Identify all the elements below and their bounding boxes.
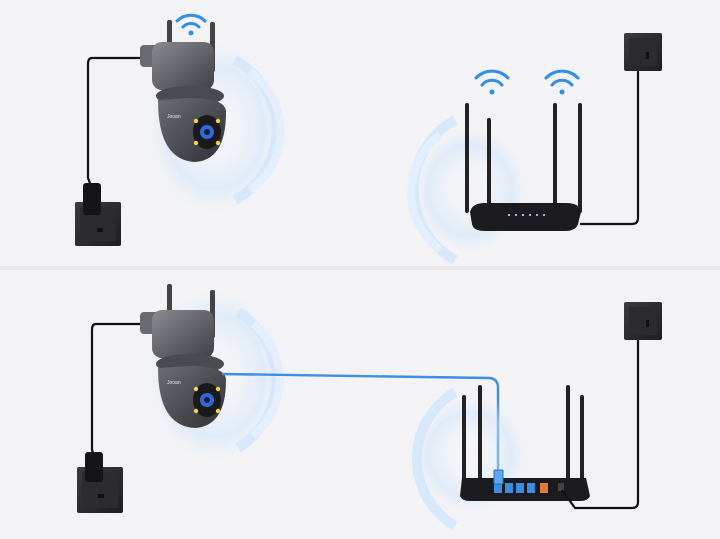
camera-power-cable bbox=[86, 56, 150, 189]
wall-outlet-icon bbox=[624, 33, 662, 71]
wall-outlet-icon-2 bbox=[624, 302, 662, 340]
ethernet-cable bbox=[221, 372, 500, 478]
router-wifi-icon-left bbox=[474, 69, 510, 95]
router-power-cable bbox=[580, 62, 640, 226]
router-lan-ports bbox=[494, 483, 548, 493]
wired-panel-graphics: Jooan bbox=[77, 284, 662, 531]
panel-divider bbox=[0, 266, 720, 270]
router-wifi-icon-right bbox=[544, 69, 580, 95]
camera-brand-label-2: Jooan bbox=[167, 380, 181, 386]
security-camera-2: Jooan bbox=[140, 284, 226, 428]
wireless-panel-graphics: Jooan bbox=[75, 13, 662, 265]
wifi-router bbox=[465, 103, 582, 231]
power-outlet-icon bbox=[75, 183, 121, 246]
camera-brand-label: Jooan bbox=[167, 114, 181, 120]
router-signal-glow-2 bbox=[410, 387, 530, 531]
wifi-icon bbox=[175, 13, 207, 36]
router-power-cable-2 bbox=[561, 338, 640, 510]
router-signal-glow bbox=[407, 115, 530, 265]
wifi-router-2 bbox=[460, 385, 590, 501]
power-outlet-icon-2 bbox=[77, 452, 123, 513]
camera-power-cable-2 bbox=[90, 322, 150, 461]
security-camera: Jooan bbox=[140, 20, 226, 162]
